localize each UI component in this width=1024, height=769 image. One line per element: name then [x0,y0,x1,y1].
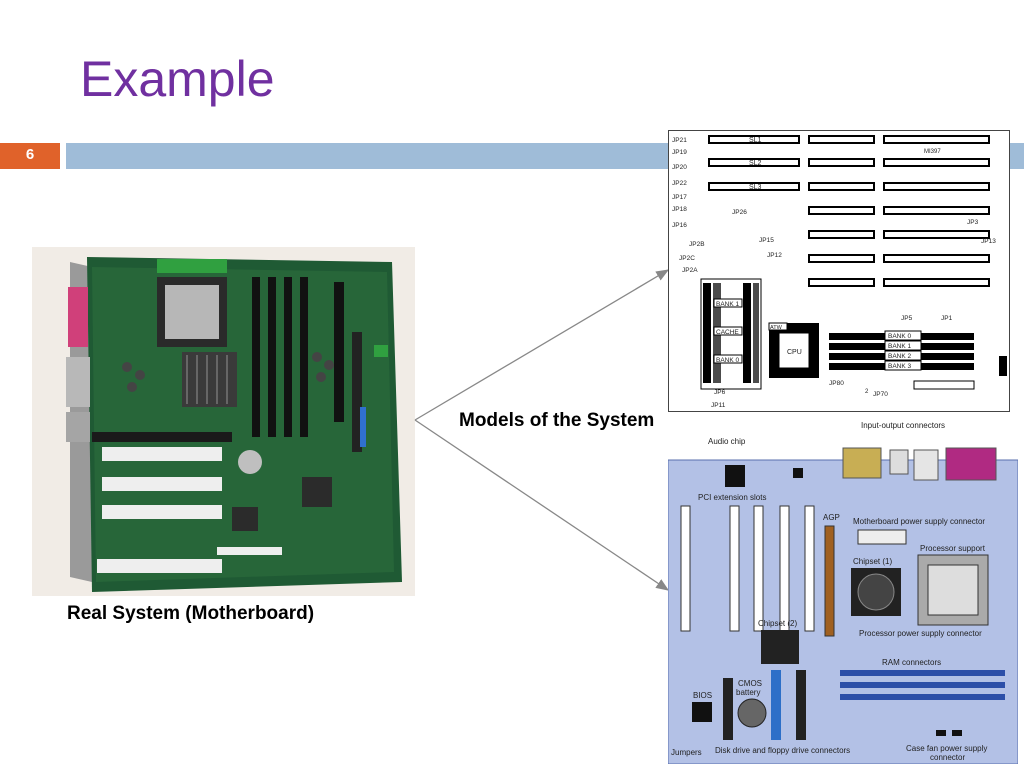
label-fan-connector: connector [930,753,965,762]
bank-label: BANK 0 [888,333,912,340]
bank-label: BANK 1 [888,343,912,350]
label-processor-support: Processor support [920,544,986,553]
arrow-to-schematic [414,269,670,421]
label-disk-connectors: Disk drive and floppy drive connectors [715,746,850,755]
jumper-label: JP18 [672,206,687,213]
jumper-label: JP15 [759,237,774,244]
jumper-label: JP21 [672,137,687,144]
jumper-label: JP12 [767,252,782,259]
arrow-to-diagram [414,419,670,591]
jumper-label: JP1 [941,315,953,322]
label-chipset-1: Chipset (1) [853,557,892,566]
label-chipset-2: Chipset (2) [758,619,797,628]
schematic-diagram: SL1 SL2 SL3 MI397 JP21 JP19 JP20 JP22 JP… [668,130,1010,412]
bank-label: BANK 2 [888,353,912,360]
label-audio-chip: Audio chip [708,437,746,446]
slide-title: Example [80,51,275,107]
jumper-label: JP19 [672,149,687,156]
schematic-graphic: SL1 SL2 SL3 MI397 JP21 JP19 JP20 JP22 JP… [672,135,1007,409]
label-processor-power: Processor power supply connector [859,629,982,638]
jumper-label: JP2A [682,267,698,274]
label-agp: AGP [823,513,840,522]
atw-label: ATW [770,325,783,331]
label-jumpers: Jumpers [671,748,702,757]
jumper-label: JP5 [901,315,913,322]
bank-label: BANK 1 [716,301,740,308]
slide-number: 6 [0,143,60,169]
jumper-label: JP17 [672,194,687,201]
bank-label: BANK 0 [716,357,740,364]
jumper-label: JP70 [873,391,888,398]
pin-number: 2 [865,389,869,395]
caption-real-system: Real System (Motherboard) [67,603,315,624]
jumper-label: JP26 [732,209,747,216]
jumper-label: JP3 [967,219,979,226]
bank-label: CACHE [716,329,739,336]
jumper-label: JP80 [829,380,844,387]
label-battery: battery [736,688,760,697]
motherboard-diagram-graphic: Audio chip Input-output connectors PCI e… [667,421,1019,765]
jumper-label: JP16 [672,222,687,229]
jumper-label: JP11 [711,402,726,409]
slot-label: SL3 [749,184,762,191]
label-ram: RAM connectors [882,658,941,667]
jumper-label: JP6 [714,389,726,396]
bank-label: BANK 3 [888,363,912,370]
jumper-label: JP20 [672,164,687,171]
label-fan-power: Case fan power supply [906,744,987,753]
jumper-label: JP22 [672,180,687,187]
label-io-connectors: Input-output connectors [861,421,945,430]
motherboard-photo-graphic [32,247,415,596]
motherboard-diagram: Audio chip Input-output connectors PCI e… [667,420,1019,765]
jumper-label: JP2B [689,241,705,248]
label-pci-slots: PCI extension slots [698,493,766,502]
board-model-label: MI397 [924,149,941,155]
cpu-label: CPU [787,349,802,356]
caption-models: Models of the System [459,410,655,431]
jumper-label: JP13 [981,238,996,245]
slot-label: SL2 [749,160,762,167]
label-bios: BIOS [693,691,712,700]
slot-label: SL1 [749,137,762,144]
motherboard-photo [32,247,415,596]
label-cmos: CMOS [738,679,762,688]
jumper-label: JP2C [679,255,695,262]
label-mb-power: Motherboard power supply connector [853,517,985,526]
